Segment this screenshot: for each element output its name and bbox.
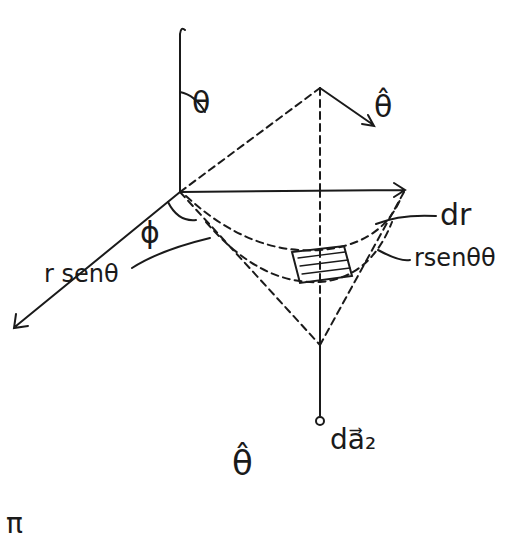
unit-vector-label: θ̂ — [232, 446, 253, 480]
leader-line — [378, 250, 410, 260]
angle-label: θ — [192, 88, 210, 118]
cone-rim — [186, 196, 400, 250]
cone-rim — [206, 222, 392, 282]
theta-hat-arrow — [320, 88, 374, 126]
length-label: r senθ — [44, 262, 119, 286]
area-vector-label: da⃗₂ — [330, 426, 376, 454]
projection-line — [319, 88, 321, 190]
area-patch — [292, 246, 352, 283]
y-axis — [180, 183, 405, 197]
length-label: dr — [440, 200, 471, 230]
length-label: rsenθθ — [414, 246, 496, 270]
patch-hatch — [298, 252, 350, 274]
fragment-label: π — [6, 510, 23, 538]
angle-label: ϕ — [140, 218, 160, 248]
x-axis — [14, 192, 180, 328]
z-axis — [180, 29, 185, 192]
radius-line — [180, 88, 320, 192]
normal-line — [319, 300, 321, 416]
cone-edge — [180, 192, 320, 345]
unit-vector-label: θ̂ — [374, 92, 392, 122]
vector-tip — [316, 417, 324, 425]
leader-line — [376, 216, 436, 224]
